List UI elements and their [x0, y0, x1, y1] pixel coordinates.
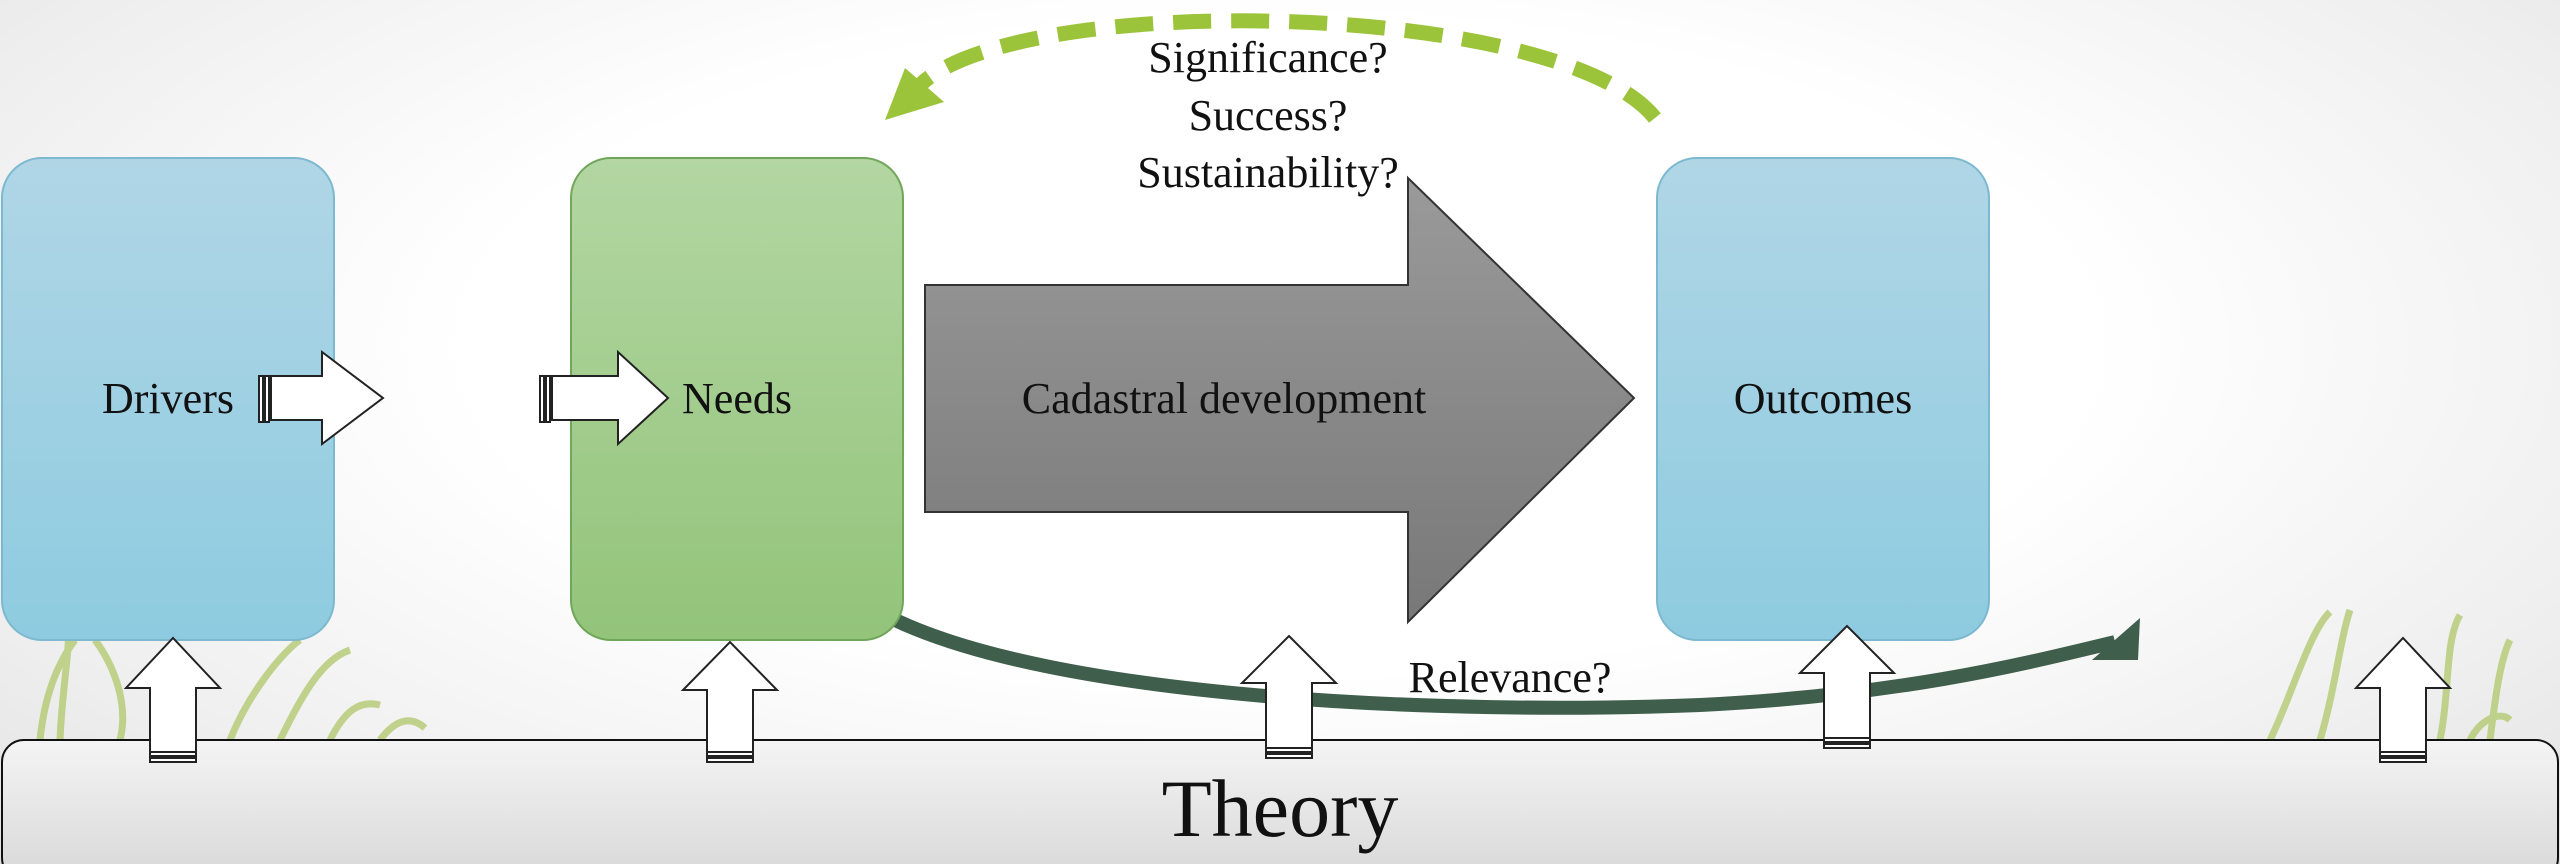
relevance-question: Relevance? [1409, 653, 1612, 702]
grass-decoration-left [36, 629, 428, 743]
drivers-to-needs-arrow-1 [258, 349, 385, 447]
needs-label: Needs [682, 374, 792, 423]
sustainability-question: Sustainability? [1137, 148, 1399, 197]
grass-decoration-right [2266, 608, 2514, 742]
significance-question: Significance? [1148, 33, 1387, 82]
outcomes-box [1656, 157, 1990, 641]
theory-label: Theory [1162, 763, 1399, 854]
theory-up-arrow-development [1239, 634, 1339, 759]
theory-up-arrow-drivers [123, 636, 223, 763]
theory-up-arrow-outcomes [1797, 624, 1897, 749]
drivers-label: Drivers [102, 374, 234, 423]
cadastral-development-arrow [924, 175, 1636, 625]
theory-up-arrow-right [2353, 636, 2453, 763]
success-question: Success? [1189, 91, 1348, 140]
outcomes-label: Outcomes [1734, 374, 1912, 423]
cadastral-development-label: Cadastral development [1022, 374, 1426, 423]
feedback-dashed-arrow [885, 13, 1661, 123]
theory-up-arrow-needs [680, 640, 780, 763]
relevance-curve-arrow [881, 608, 2140, 715]
drivers-to-needs-arrow-2 [539, 349, 670, 447]
